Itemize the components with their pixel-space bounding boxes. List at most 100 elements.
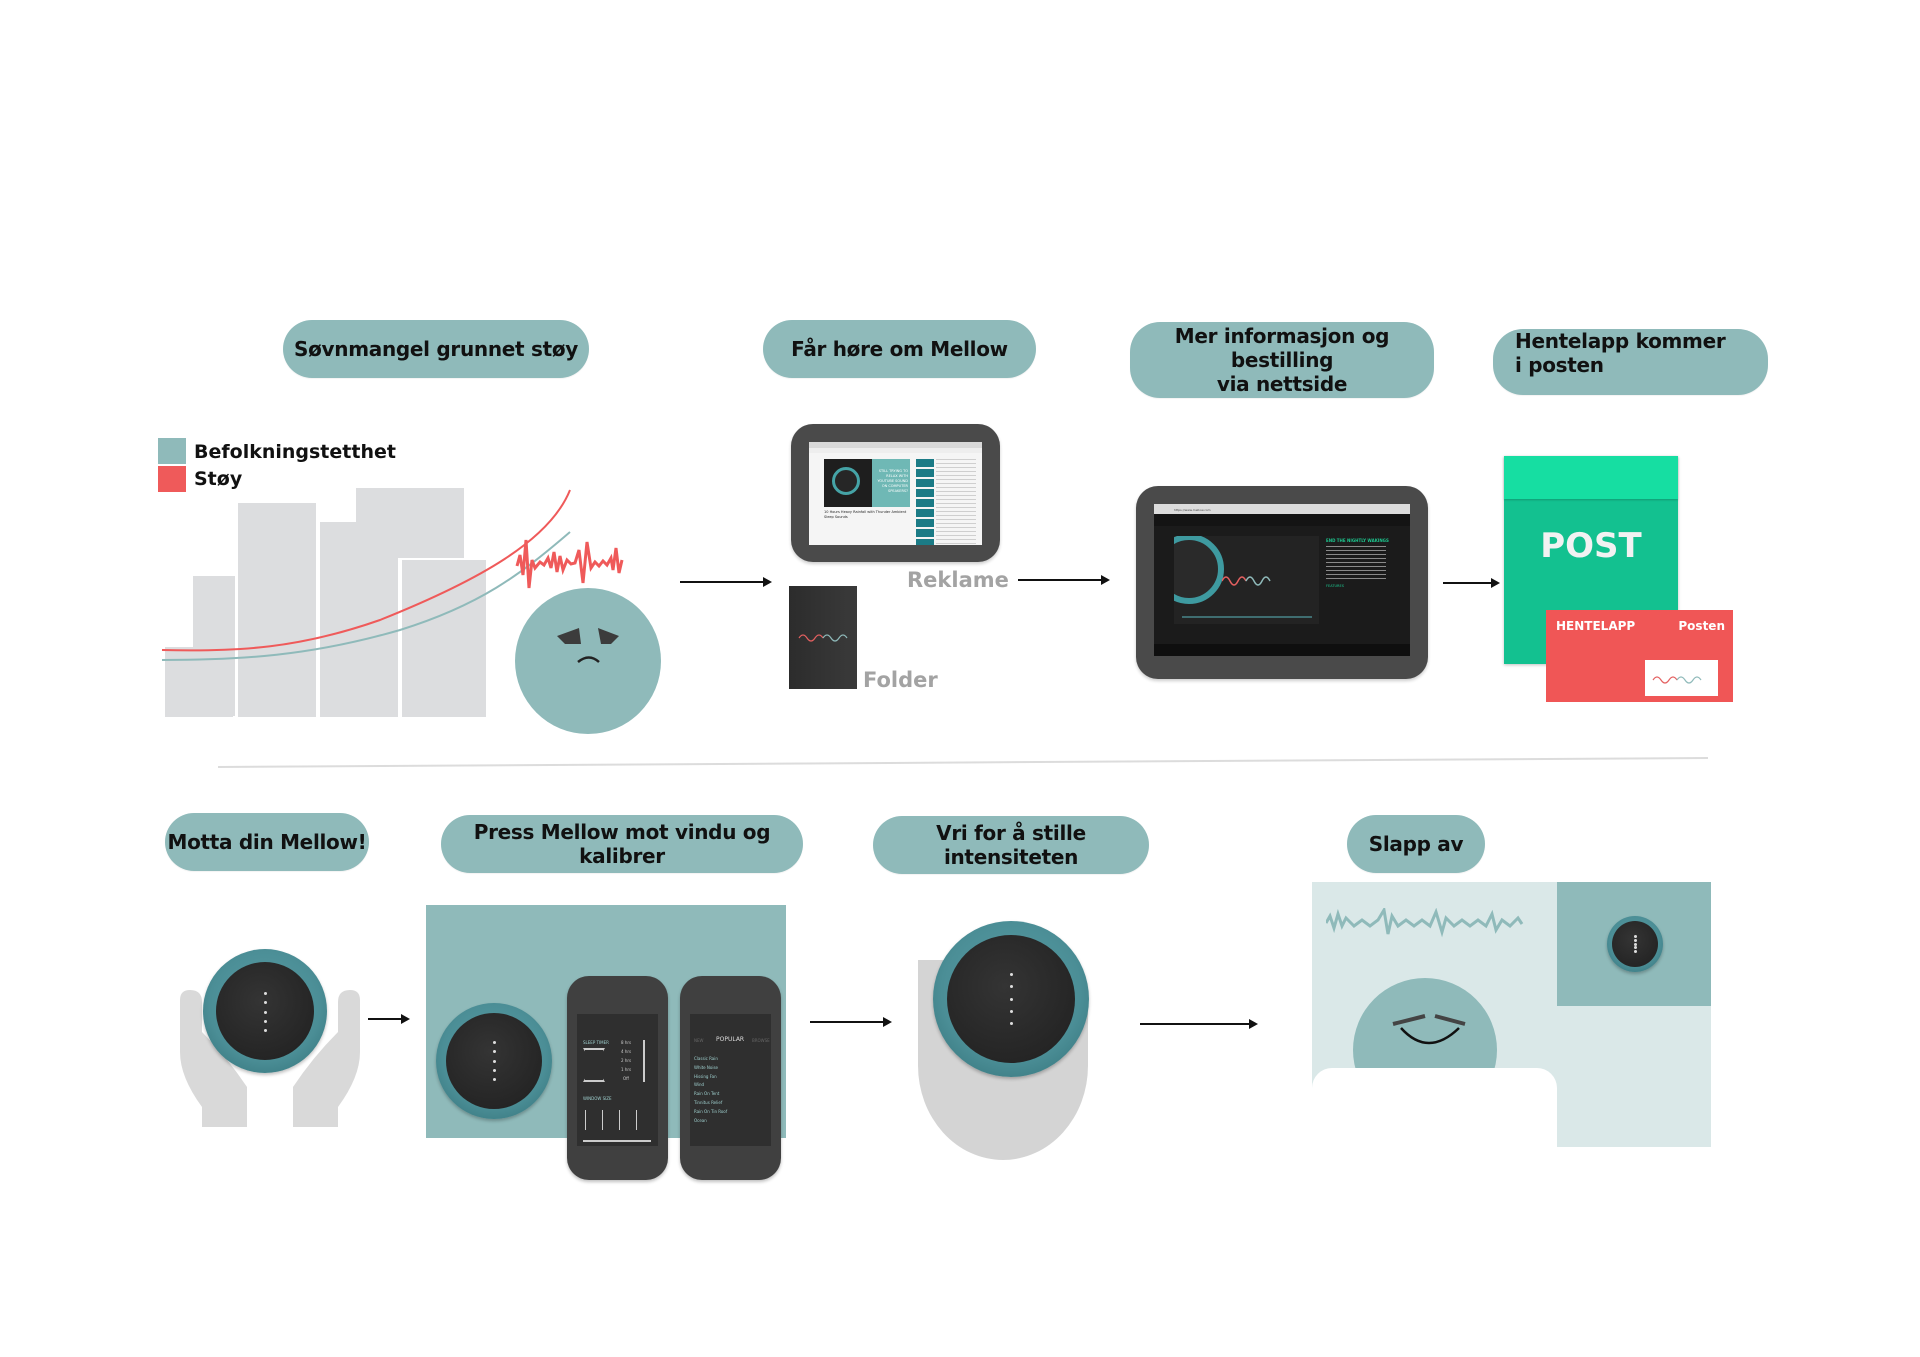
hourglass-icon [583, 1048, 605, 1082]
window-size-label: WINDOW SIZE [583, 1096, 612, 1101]
phone-screen: NEW POPULAR BROWSE Classic Rain White No… [690, 1014, 771, 1146]
folder-mellow-logo [798, 634, 848, 642]
mailbox-label: POST [1540, 526, 1642, 566]
step-label-receive-mellow: Motta din Mellow! [165, 813, 369, 871]
mellow-website-screen: https://www.mellow.com END THE NIGHTLY W… [1154, 504, 1410, 656]
legend-swatch-noise [158, 466, 186, 492]
ad-device-ring [832, 467, 860, 495]
phone-sound-list: NEW POPULAR BROWSE Classic Rain White No… [680, 976, 781, 1180]
flow-arrow [1140, 1019, 1258, 1029]
sound-item[interactable]: Classic Rain [694, 1056, 718, 1061]
device-indicator-dots [1633, 935, 1637, 953]
browser-address-bar [809, 448, 982, 453]
pickup-slip: HENTELAPP Posten [1546, 610, 1733, 702]
smile-icon [1400, 1027, 1460, 1045]
step-label-line: Mer informasjon og bestilling [1174, 324, 1390, 372]
site-copy [1326, 546, 1386, 580]
device-face [1612, 921, 1658, 967]
blanket [1312, 1068, 1557, 1147]
youtube-ad-screen: STILL TRYING TO RELAX WITH YOUTUBE SOUND… [809, 442, 982, 545]
building [238, 503, 316, 717]
calm-sound-wave [1326, 908, 1524, 938]
slip-title: HENTELAPP [1556, 619, 1636, 633]
video-progress-bar[interactable] [1182, 616, 1312, 618]
population-curve [161, 531, 571, 661]
browser-url: https://www.mellow.com [1174, 508, 1211, 512]
site-features-title: FEATURES [1326, 584, 1344, 588]
video-player [1174, 536, 1319, 624]
step-label-twist-intensity: Vri for å stille intensiteten [873, 816, 1149, 874]
slip-mellow-logo [1652, 676, 1702, 684]
sound-item[interactable]: Ocean [694, 1117, 707, 1123]
website-tablet: https://www.mellow.com END THE NIGHTLY W… [1136, 486, 1428, 679]
sound-item[interactable]: Hissing Fan [694, 1073, 717, 1079]
device-face [947, 935, 1075, 1063]
step-label-line: Hentelapp kommer [1515, 329, 1726, 353]
timer-option: 8 hrs [621, 1040, 632, 1045]
mailbox-lid [1504, 456, 1678, 499]
ad-tablet: STILL TRYING TO RELAX WITH YOUTUBE SOUND… [791, 424, 1000, 562]
noise-wave [515, 539, 624, 589]
sound-item[interactable]: Rain On Tent [694, 1091, 720, 1097]
flow-arrow [810, 1017, 892, 1027]
building [356, 488, 464, 558]
step-label-text: Søvnmangel grunnet støy [293, 337, 579, 361]
legend-label-population: Befolkningstetthet [194, 441, 396, 463]
timer-option: 4 hrs [621, 1049, 632, 1054]
flow-arrow [1443, 578, 1500, 588]
ad-text-panel [872, 459, 910, 507]
bedroom-scene [1312, 882, 1711, 1147]
ad-video-title: 10 Hours Heavy Rainfall with Thunder Amb… [824, 510, 907, 519]
window-size-icons [583, 1110, 653, 1130]
step-label-website-ordering: Mer informasjon og bestilling via nettsi… [1130, 322, 1434, 398]
step-label-hear-about-mellow: Får høre om Mellow [763, 320, 1036, 378]
step-label-text: Motta din Mellow! [167, 830, 367, 854]
tab-new[interactable]: NEW [694, 1038, 704, 1043]
mellow-device [203, 949, 327, 1073]
happy-face-features [1392, 1014, 1466, 1045]
timer-option: 2 hrs [621, 1058, 632, 1063]
step-label-text: Vri for å stille intensiteten [936, 821, 1086, 869]
sound-item[interactable]: Tinnitus Relief [694, 1099, 723, 1105]
sad-face [515, 588, 661, 734]
folder-brochure [789, 586, 857, 689]
folder-label: Folder [863, 668, 938, 692]
flow-arrow [680, 577, 772, 587]
mellow-device-on-window [436, 1003, 552, 1119]
legend-swatch-population [158, 438, 186, 464]
slip-sender: Posten [1678, 619, 1725, 633]
video-mellow-logo [1222, 576, 1271, 586]
phone-screen: SLEEP TIMER 8 hrs 4 hrs 2 hrs 1 hrs Off … [577, 1014, 658, 1146]
step-label-relax: Slapp av [1347, 815, 1485, 873]
video-device-ring [1174, 536, 1224, 604]
browser-chrome [1154, 504, 1410, 514]
section-divider [218, 757, 1708, 768]
step-label-text: Får høre om Mellow [791, 337, 1008, 361]
step-label-text: Press Mellow mot vindu og kalibrer [473, 820, 771, 868]
sound-item[interactable]: Rain On Tin Roof [694, 1108, 728, 1114]
timer-option: 1 hrs [621, 1067, 632, 1072]
sound-item[interactable]: Wind [694, 1082, 705, 1088]
sad-face-features [557, 628, 619, 663]
ad-text: STILL TRYING TO RELAX WITH YOUTUBE SOUND… [877, 469, 908, 493]
ad-label: Reklame [907, 568, 1009, 592]
timer-slider[interactable] [643, 1040, 645, 1082]
site-footer [1154, 644, 1410, 656]
device-indicator-dots [1009, 973, 1013, 1025]
step-label-text: Slapp av [1368, 832, 1464, 856]
ad-sidebar-text [936, 459, 976, 545]
site-headline: END THE NIGHTLY WAKINGS [1326, 538, 1389, 543]
sleep-timer-label: SLEEP TIMER [583, 1040, 609, 1045]
tab-browse[interactable]: BROWSE [752, 1038, 770, 1043]
step-label-line: i posten [1515, 353, 1604, 377]
building [402, 560, 486, 717]
sound-item[interactable]: White Noise [694, 1064, 718, 1070]
noise-curve [161, 489, 571, 652]
mellow-device-twist [933, 921, 1089, 1077]
tab-popular[interactable]: POPULAR [716, 1036, 745, 1043]
step-label-press-calibrate: Press Mellow mot vindu og kalibrer [441, 815, 803, 873]
closed-eye-right-icon [1434, 1014, 1466, 1026]
window-size-slider[interactable] [583, 1140, 651, 1142]
timer-option: Off [623, 1076, 629, 1081]
slip-brand-box [1645, 660, 1718, 696]
